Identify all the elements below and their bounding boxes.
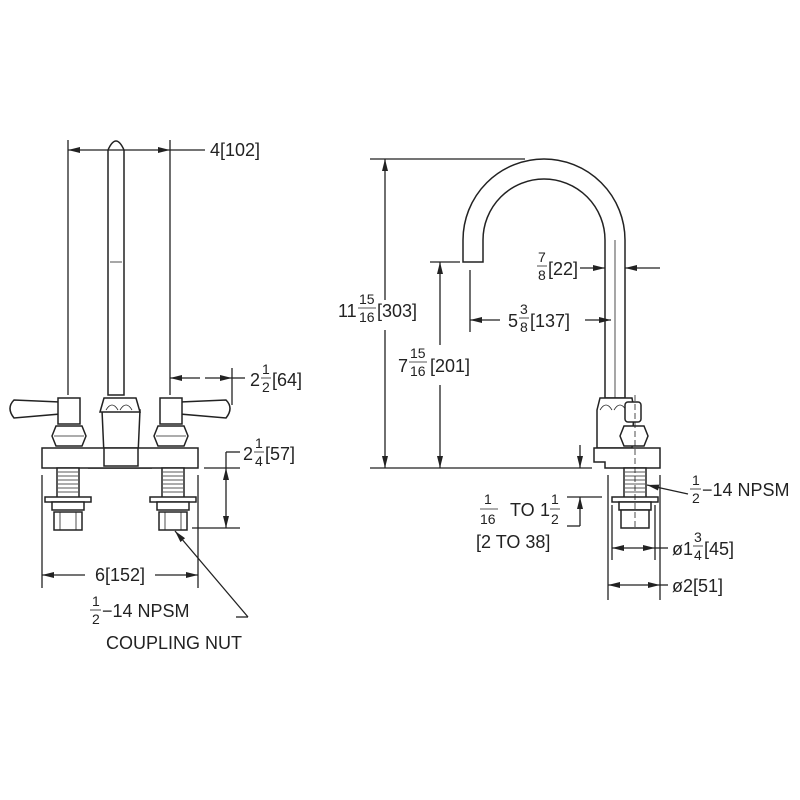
dim-spout-height: 7 15 16 [201] — [398, 345, 470, 379]
left-handle — [9, 397, 87, 447]
svg-text:1: 1 — [692, 472, 700, 488]
svg-text:4: 4 — [255, 453, 263, 469]
right-shank — [149, 467, 197, 531]
svg-text:1: 1 — [255, 435, 263, 451]
svg-text:2: 2 — [250, 370, 260, 390]
right-handle — [153, 397, 231, 447]
thread-note: 1 2 −14 NPSM — [690, 472, 790, 506]
svg-text:2: 2 — [92, 611, 100, 627]
dim-handle-reach: 2 1 2 [64] — [250, 361, 302, 395]
side-coupling-nut — [620, 509, 650, 529]
svg-text:[22]: [22] — [548, 259, 578, 279]
svg-text:[201]: [201] — [430, 356, 470, 376]
svg-text:[45]: [45] — [704, 539, 734, 559]
svg-text:15: 15 — [410, 345, 426, 361]
svg-text:2: 2 — [243, 444, 253, 464]
svg-text:[57]: [57] — [265, 444, 295, 464]
coupling-nut-note: 1 2 −14 NPSM COUPLING NUT — [90, 593, 242, 653]
svg-text:1: 1 — [262, 361, 270, 377]
dim-tube-diameter: 7 8 [22] — [537, 249, 578, 283]
svg-text:−14 NPSM: −14 NPSM — [702, 480, 790, 500]
svg-text:7: 7 — [538, 249, 546, 265]
svg-text:ø1: ø1 — [672, 539, 693, 559]
dim-base-diameter: ø2[51] — [672, 576, 723, 596]
dim-overall-height: 11 15 16 [303] — [338, 291, 417, 325]
svg-text:16: 16 — [359, 309, 375, 325]
svg-text:16: 16 — [410, 363, 426, 379]
svg-text:[2 TO 38]: [2 TO 38] — [476, 532, 550, 552]
side-base — [593, 447, 661, 469]
side-view: 11 15 16 [303] 7 15 16 [201] 5 3 8 [137] — [338, 158, 790, 600]
svg-text:2: 2 — [692, 490, 700, 506]
svg-text:15: 15 — [359, 291, 375, 307]
svg-text:8: 8 — [520, 319, 528, 335]
svg-text:[303]: [303] — [377, 301, 417, 321]
coupling-nut-right — [158, 511, 188, 531]
svg-text:3: 3 — [520, 301, 528, 317]
svg-text:16: 16 — [480, 511, 496, 527]
svg-text:5: 5 — [508, 311, 518, 331]
dim-width-top: 4[102] — [210, 140, 260, 160]
svg-text:8: 8 — [538, 267, 546, 283]
left-shank — [44, 467, 92, 531]
svg-text:4: 4 — [694, 547, 702, 563]
dim-shank-length: 2 1 4 [57] — [243, 435, 295, 469]
dim-centers: 6[152] — [95, 565, 145, 585]
coupling-nut-left — [53, 511, 83, 531]
gooseneck-spout — [462, 158, 626, 399]
svg-text:[64]: [64] — [272, 370, 302, 390]
svg-text:11: 11 — [338, 301, 357, 321]
svg-text:−14 NPSM: −14 NPSM — [102, 601, 190, 621]
svg-text:1: 1 — [540, 500, 550, 520]
svg-text:2: 2 — [551, 511, 559, 527]
svg-text:2: 2 — [262, 379, 270, 395]
svg-text:1: 1 — [484, 491, 492, 507]
spout-nut — [99, 397, 141, 413]
front-view: 4[102] 2 1 2 [64] 2 1 4 [57] — [9, 140, 302, 653]
svg-text:3: 3 — [694, 529, 702, 545]
svg-text:1: 1 — [92, 593, 100, 609]
spout-tube — [107, 140, 125, 396]
svg-text:COUPLING NUT: COUPLING NUT — [106, 633, 242, 653]
svg-text:1: 1 — [551, 491, 559, 507]
svg-text:[137]: [137] — [530, 311, 570, 331]
dim-flange-diameter: ø1 3 4 [45] — [672, 529, 734, 563]
svg-text:TO: TO — [510, 500, 535, 520]
dim-spout-reach: 5 3 8 [137] — [508, 301, 570, 335]
svg-text:7: 7 — [398, 356, 408, 376]
dim-deck-range: 1 16 TO 1 1 2 [2 TO 38] — [476, 491, 560, 552]
